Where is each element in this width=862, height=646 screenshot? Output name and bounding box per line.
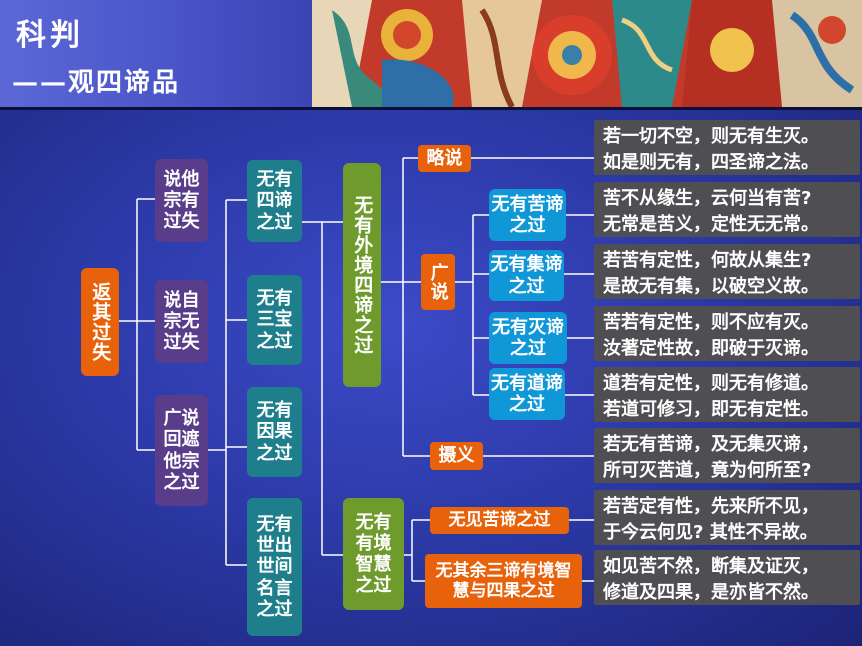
quote-line: 于今云何见? 其性不异故。 [603,522,818,543]
node-brief: 略说 [418,145,471,172]
node-no-other-truths: 无其余三谛有境智慧与四果之过 [425,554,582,608]
quote-line: 汝著定性故，即破于灭谛。 [603,338,819,359]
node-no-cause-effect: 无有因果之过 [247,387,302,477]
node-other-school-faults: 说他宗有过失 [155,159,208,242]
quote-verse: 若无有苦谛，及无集灭谛， 所可灭苦道，竟为何所至? [594,428,860,483]
quote-verse: 若一切不空，则无有生灭。如是则无有，四圣谛之法。 [594,120,860,175]
node-label: 无有道谛之过 [491,372,563,415]
node-no-four-truths: 无有四谛之过 [247,160,302,242]
node-label: 无有四谛之过 [256,169,293,233]
node-no-path: 无有道谛之过 [489,368,565,420]
node-no-origin: 无有集谛之过 [489,250,564,301]
quote-line: 若无有苦谛，及无集灭谛， [603,434,819,455]
node-label: 无有三宝之过 [256,288,293,352]
node-label: 无有因果之过 [256,400,293,464]
quote-line: 如是则无有，四圣谛之法。 [603,152,819,173]
quote-verse: 如见苦不然，断集及证灭， 修道及四果，是亦皆不然。 [594,550,860,605]
node-own-school-no-faults: 说自宗无过失 [155,280,208,363]
quote-verse: 若苦定有性，先来所不见， 于今云何见? 其性不异故。 [594,490,860,545]
node-label: 广说回遮他宗之过 [163,408,200,493]
quote-verse: 苦若有定性，则不应有灭。汝著定性故，即破于灭谛。 [594,306,860,361]
node-no-cessation: 无有灭谛之过 [489,312,567,364]
quote-verse: 若苦有定性，何故从集生? 是故无有集，以破空义故。 [594,244,860,299]
header-title-panel: 科判 ——观四谛品 [0,0,312,107]
node-refute-other-school: 广说回遮他宗之过 [155,395,208,506]
node-label: 无其余三谛有境智慧与四果之过 [435,560,572,601]
node-label: 无有世出世间名言之过 [256,513,293,620]
quote-verse: 苦不从缘生，云何当有苦? 无常是苦义，定性无无常。 [594,182,860,237]
quote-line: 若苦有定性，何故从集生? [603,250,812,271]
node-summary: 摄义 [430,442,483,470]
node-no-external-four-truths: 无有外境四谛之过 [343,163,381,387]
node-no-see-suffering: 无见苦谛之过 [430,507,569,534]
header-banner: 科判 ——观四谛品 [0,0,862,110]
node-no-three-jewels: 无有三宝之过 [247,275,302,365]
quote-line: 若一切不空，则无有生灭。 [603,126,819,147]
node-label: 无有有境智慧之过 [355,511,392,597]
quote-line: 苦不从缘生，云何当有苦? [603,188,812,209]
node-broad: 广说 [421,254,455,310]
node-no-worldly-terms: 无有世出世间名言之过 [247,498,302,636]
quote-line: 苦若有定性，则不应有灭。 [603,312,819,333]
node-label: 说自宗无过失 [163,289,200,354]
quote-line: 修道及四果，是亦皆不然。 [603,582,819,603]
quote-line: 若苦定有性，先来所不见， [603,496,819,517]
page-title: 科判 [16,18,84,53]
node-return-faults: 返其过失 [81,268,119,376]
quote-line: 是故无有集，以破空义故。 [603,276,819,297]
quote-line: 无常是苦义，定性无无常。 [603,214,819,235]
node-no-suffering: 无有苦谛之过 [489,189,566,241]
quote-line: 若道可修习，即无有定性。 [603,399,819,420]
node-label: 说他宗有过失 [163,168,200,233]
page-subtitle: ——观四谛品 [12,68,181,98]
quote-verse: 道若有定性，则无有修道。若道可修习，即无有定性。 [594,367,860,422]
quote-line: 道若有定性，则无有修道。 [603,373,819,394]
node-label: 无有灭谛之过 [492,316,564,359]
quote-line: 如见苦不然，断集及证灭， [603,556,819,577]
thangka-painting-image [312,0,862,107]
node-label: 无有苦谛之过 [491,193,564,236]
quote-line: 所可灭苦道，竟为何所至? [603,460,812,481]
node-label: 无有集谛之过 [490,254,563,297]
node-no-wisdom: 无有有境智慧之过 [343,498,404,610]
